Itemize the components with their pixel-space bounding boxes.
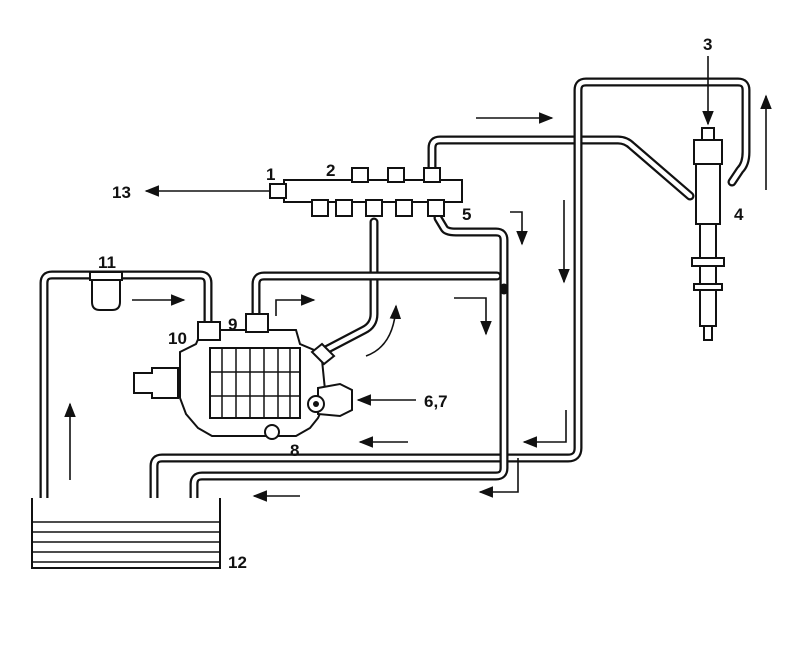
- fuel-tank: [31, 498, 221, 569]
- label-2: 2: [326, 161, 335, 180]
- label-3: 3: [703, 35, 712, 54]
- distributor-return-line: [189, 213, 509, 517]
- injector-return-line: [149, 77, 751, 517]
- fuel-distributor: [269, 167, 463, 217]
- flow-arrow: [522, 410, 567, 448]
- fuel-filter: [89, 271, 123, 311]
- label-8: 8: [290, 441, 299, 460]
- pressure-line: [317, 217, 379, 357]
- label-13: 13: [112, 183, 131, 202]
- label-4: 4: [734, 205, 744, 224]
- label-10: 10: [168, 329, 187, 348]
- label-11: 11: [98, 253, 116, 272]
- feed-line: [39, 270, 213, 517]
- flow-arrow: [365, 304, 402, 357]
- leader-lines: [144, 56, 714, 406]
- injector-supply-line: [427, 135, 695, 201]
- label-9: 9: [228, 315, 237, 334]
- fuel-injector: [691, 127, 725, 341]
- label-12: 12: [228, 553, 247, 572]
- callout-labels: 1 2 3 4 5 6,7 8 9 10 11 12 13: [98, 35, 744, 572]
- flow-arrow: [275, 294, 316, 316]
- fuel-pipes: [39, 77, 751, 517]
- flow-arrow: [478, 458, 519, 498]
- label-5: 5: [462, 205, 471, 224]
- flow-arrow: [510, 211, 528, 246]
- injection-pump: [133, 313, 353, 440]
- pump-overflow-line: [251, 271, 509, 323]
- label-6-7: 6,7: [424, 392, 448, 411]
- flow-arrow: [454, 297, 492, 336]
- label-1: 1: [266, 165, 275, 184]
- flow-arrows: [64, 94, 772, 502]
